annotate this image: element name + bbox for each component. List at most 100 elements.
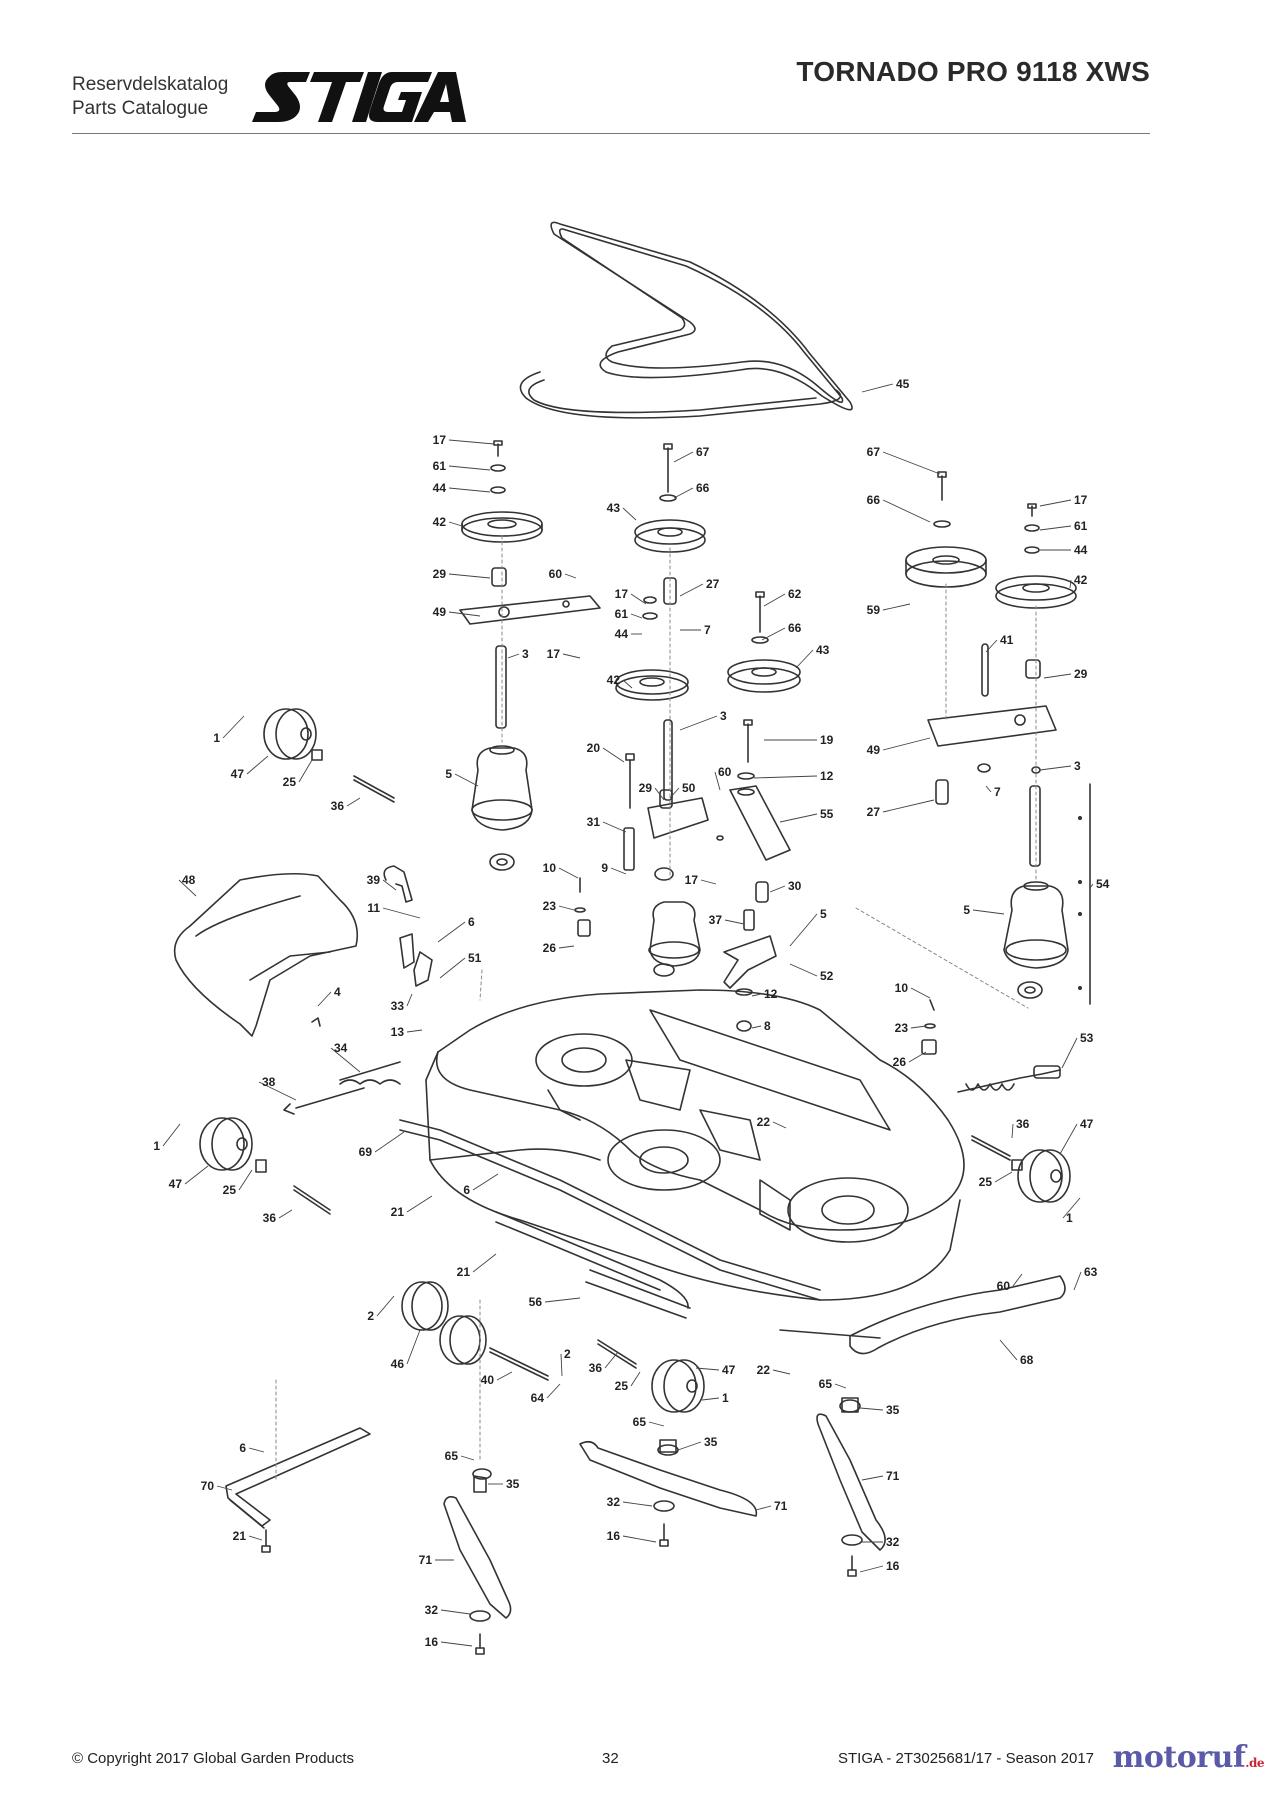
callout-leader-65 (834, 1383, 847, 1389)
callout-3: 3 (522, 647, 529, 661)
callout-leader-71 (755, 1505, 772, 1511)
callout-leader-35 (859, 1407, 884, 1411)
callout-leader-36 (346, 797, 361, 807)
callout-leader-26 (908, 1051, 927, 1063)
callout-40: 40 (481, 1373, 495, 1387)
callout-leader-17 (630, 593, 647, 605)
callout-1: 1 (1066, 1211, 1073, 1225)
callout-leader-1 (701, 1397, 720, 1401)
callout-65: 65 (633, 1415, 647, 1429)
bracket-54-dots (1078, 816, 1082, 990)
callout-9: 9 (601, 861, 608, 875)
callout-leader-25 (298, 759, 313, 783)
callout-55: 55 (820, 807, 834, 821)
callout-66: 66 (867, 493, 881, 507)
callout-51: 51 (468, 951, 482, 965)
pulley-stack-center (574, 443, 724, 977)
callout-46: 46 (391, 1357, 405, 1371)
callout-1: 1 (153, 1139, 160, 1153)
callout-leader-25 (630, 1371, 641, 1387)
callout-leader-67 (673, 451, 694, 463)
callout-leader-56 (544, 1297, 581, 1303)
callout-49: 49 (433, 605, 447, 619)
callout-leader-17 (562, 653, 581, 659)
callout-leader-1 (222, 715, 245, 739)
callout-66: 66 (788, 621, 802, 635)
callout-leader-7 (985, 785, 992, 793)
callout-leader-12 (753, 775, 818, 779)
callout-leader-22 (772, 1369, 791, 1375)
callout-leader-1 (162, 1123, 181, 1147)
callout-leader-32 (440, 1609, 471, 1615)
callout-53: 53 (1080, 1031, 1094, 1045)
callout-65: 65 (445, 1449, 459, 1463)
callout-leader-47 (184, 1165, 209, 1185)
callout-leader-49 (882, 737, 931, 751)
callout-52: 52 (820, 969, 834, 983)
callout-23: 23 (543, 899, 557, 913)
callout-7: 7 (704, 623, 711, 637)
callout-leader-6 (248, 1447, 265, 1453)
mower-deck (425, 989, 965, 1301)
callout-leader-11 (382, 907, 421, 919)
callout-32: 32 (607, 1495, 621, 1509)
callout-32: 32 (886, 1535, 900, 1549)
callout-71: 71 (419, 1553, 433, 1567)
callout-27: 27 (706, 577, 720, 591)
callout-71: 71 (774, 1499, 788, 1513)
callout-6: 6 (239, 1441, 246, 1455)
callout-47: 47 (169, 1177, 183, 1191)
callout-leader-25 (994, 1171, 1013, 1183)
callout-leader-5 (789, 913, 818, 947)
callout-leader-54 (1089, 883, 1094, 889)
callout-leader-36 (604, 1351, 619, 1369)
callout-leader-26 (558, 945, 575, 949)
callout-1: 1 (213, 731, 220, 745)
callout-61: 61 (433, 459, 447, 473)
callout-leader-60 (714, 771, 721, 791)
callout-leader-42 (448, 521, 463, 527)
callout-leader-29 (654, 787, 665, 801)
callout-42: 42 (1074, 573, 1088, 587)
callout-leader-66 (882, 499, 931, 523)
callout-leader-43 (795, 649, 814, 669)
callout-19: 19 (820, 733, 834, 747)
callout-30: 30 (788, 879, 802, 893)
callout-leader-61 (1039, 525, 1072, 531)
callout-68: 68 (1020, 1353, 1034, 1367)
callout-leader-64 (546, 1383, 561, 1399)
callout-leader-21 (472, 1253, 497, 1273)
callout-35: 35 (886, 1403, 900, 1417)
callout-leader-22 (772, 1121, 787, 1129)
callout-47: 47 (231, 767, 245, 781)
callout-65: 65 (819, 1377, 833, 1391)
callout-49: 49 (867, 743, 881, 757)
callout-leader-5 (454, 773, 479, 787)
callout-34: 34 (334, 1041, 348, 1055)
callout-leader-33 (406, 993, 413, 1007)
callout-36: 36 (331, 799, 345, 813)
callout-41: 41 (1000, 633, 1014, 647)
callout-leader-41 (985, 639, 998, 653)
callout-35: 35 (704, 1435, 718, 1449)
callout-63: 63 (1084, 1265, 1098, 1279)
callout-71: 71 (886, 1469, 900, 1483)
callout-17: 17 (615, 587, 629, 601)
callout-leader-17 (1039, 499, 1072, 507)
callout-36: 36 (263, 1211, 277, 1225)
callout-leader-8 (751, 1025, 762, 1029)
callout-43: 43 (816, 643, 830, 657)
callout-leader-36 (1011, 1123, 1014, 1139)
callout-44: 44 (433, 481, 447, 495)
callout-leader-2 (376, 1295, 395, 1317)
callout-leader-50 (669, 787, 680, 799)
callout-25: 25 (979, 1175, 993, 1189)
discharge-chute (173, 865, 433, 1115)
callout-16: 16 (886, 1559, 900, 1573)
callout-2: 2 (564, 1347, 571, 1361)
callout-7: 7 (994, 785, 1001, 799)
callout-leader-60 (1012, 1273, 1023, 1287)
callout-leader-51 (439, 957, 466, 979)
